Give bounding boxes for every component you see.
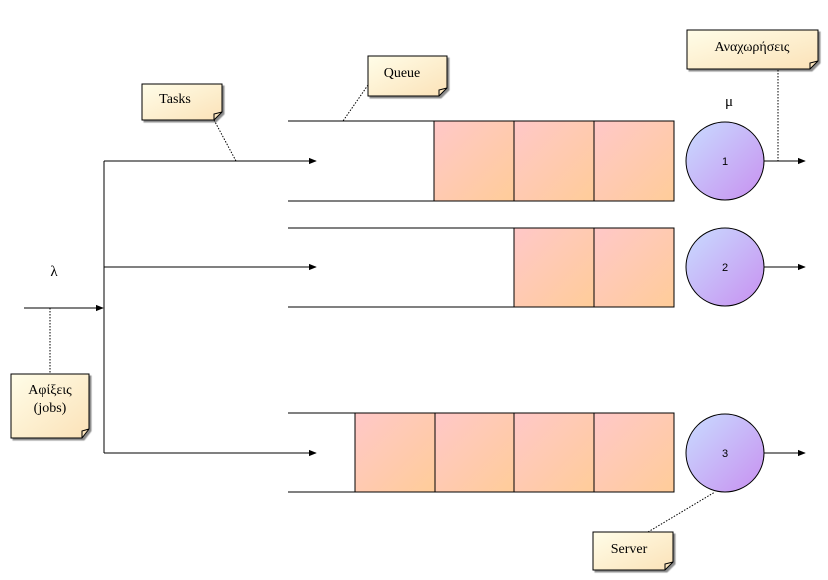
queue-1-job-cell (513, 120, 595, 202)
server-note-fold (664, 561, 674, 570)
queue-callout-connector (342, 84, 369, 122)
server-note-body (592, 531, 674, 571)
server-1-number: 1 (722, 156, 728, 168)
server-note-label: Server (611, 542, 648, 557)
queue-note (367, 55, 448, 97)
departures-note-body (686, 29, 819, 70)
tasks-callout-connector (213, 119, 237, 162)
arrivals-note-fold (81, 428, 90, 438)
server-3: 3 (685, 413, 765, 493)
tasks-note (141, 83, 223, 121)
arrival-rate-symbol: λ (50, 264, 58, 280)
arrivals-note-line1: Αφίξεις (28, 383, 72, 398)
queue-2-job-cell (513, 227, 595, 308)
queue-note-body (367, 55, 448, 97)
server-3-number: 3 (722, 448, 728, 460)
queue-3 (288, 412, 675, 493)
tasks-note-body (141, 83, 223, 121)
server-2-number: 2 (722, 262, 728, 274)
queue-3-job-cell (593, 412, 675, 493)
arrivals-note-body (10, 373, 90, 439)
arrivals-note-line2: (jobs) (34, 401, 67, 416)
queue-note-fold (438, 87, 448, 96)
server-2: 2 (685, 227, 765, 307)
server-callout-connector (647, 491, 716, 533)
queue-3-job-cell (434, 412, 515, 493)
queue-note-label: Queue (384, 66, 421, 81)
queue-2-job-cell (593, 227, 675, 308)
queue-3-job-cell (354, 412, 436, 493)
queue-2 (288, 227, 675, 308)
queue-1-job-cell (593, 120, 675, 202)
server-note (592, 531, 674, 571)
queue-3-job-cell (513, 412, 595, 493)
server-1: 1 (685, 121, 765, 201)
tasks-note-fold (213, 111, 223, 120)
queue-1 (288, 120, 675, 202)
tasks-note-label: Tasks (159, 92, 191, 107)
arrivals-note (10, 373, 90, 439)
departures-note-fold (809, 60, 819, 69)
departures-note-label: Αναχωρήσεις (715, 40, 790, 55)
service-rate-symbol: μ (725, 94, 733, 110)
queue-1-job-cell (433, 120, 515, 202)
departures-note (686, 29, 819, 70)
